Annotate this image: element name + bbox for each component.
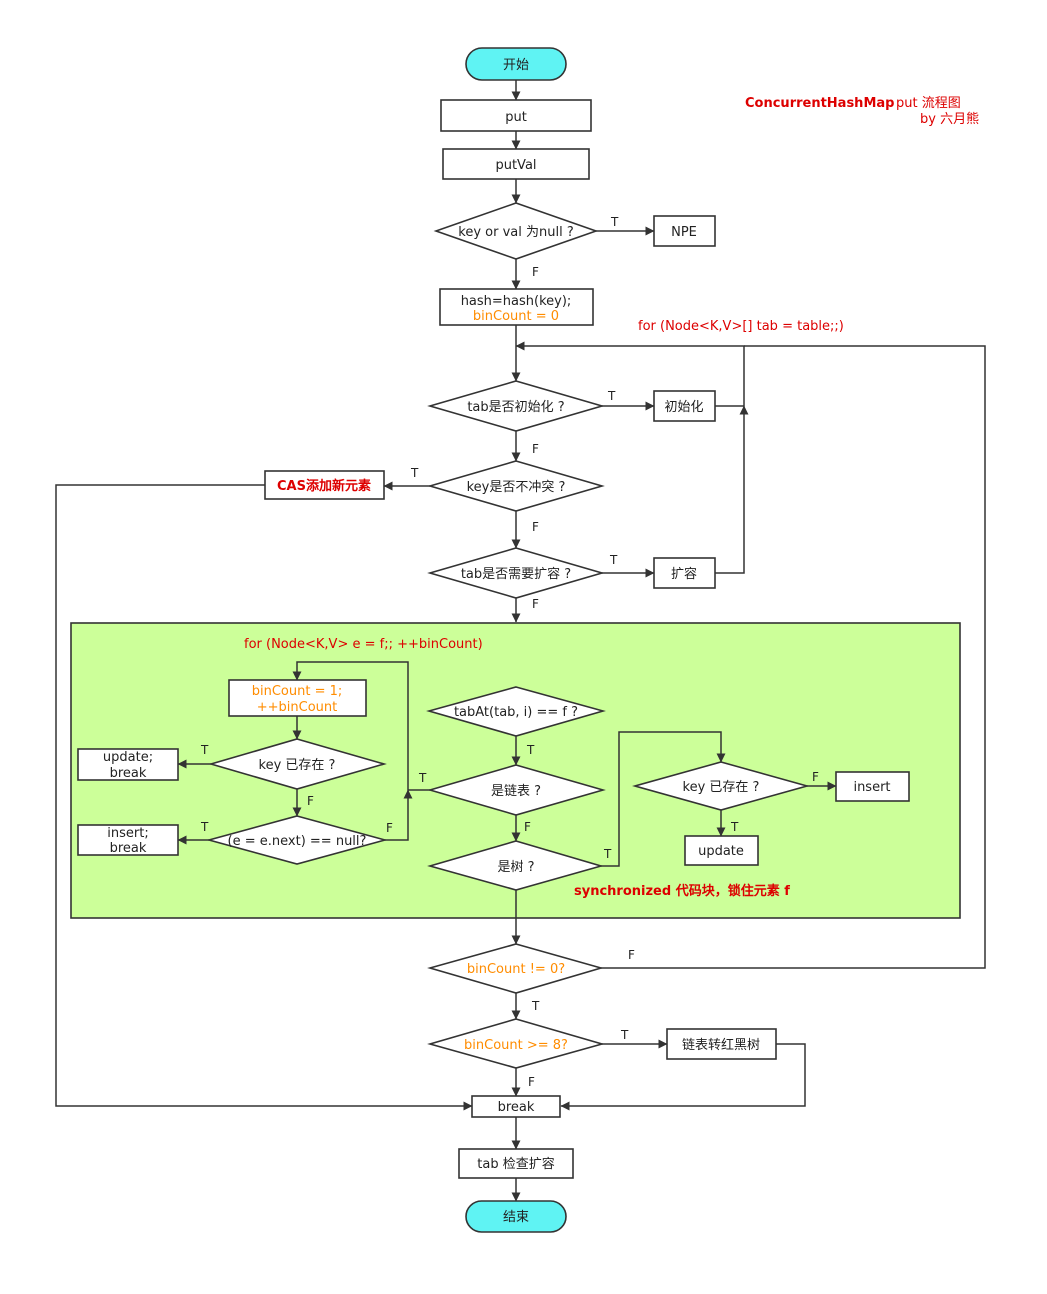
edge-label-f: F: [307, 794, 314, 808]
svg-text:结束: 结束: [503, 1210, 529, 1225]
for-loop-label: for (Node<K,V>[] tab = table;;): [638, 319, 844, 334]
decision-null-check: key or val 为null ?: [433, 202, 599, 260]
node-start: 开始: [465, 47, 567, 81]
edge-label-t: T: [610, 215, 619, 229]
edge-label-t: T: [410, 466, 419, 480]
svg-text:update: update: [698, 844, 744, 859]
svg-text:binCount = 1;: binCount = 1;: [252, 684, 343, 699]
node-update-break: update; break: [77, 748, 179, 781]
svg-text:key 已存在 ?: key 已存在 ?: [259, 758, 336, 773]
edge-label-f: F: [628, 948, 635, 962]
decision-need-resize: tab是否需要扩容 ?: [427, 547, 605, 599]
connectors: [55, 80, 986, 1202]
node-break: break: [471, 1095, 561, 1118]
svg-text:break: break: [110, 766, 147, 781]
decision-bincount-nonzero: binCount != 0?: [427, 943, 604, 994]
decision-tabat: tabAt(tab, i) == f ?: [426, 686, 606, 737]
node-resize: 扩容: [653, 557, 716, 589]
svg-text:tabAt(tab, i) == f ?: tabAt(tab, i) == f ?: [454, 705, 578, 720]
svg-text:key or val 为null ?: key or val 为null ?: [458, 225, 573, 240]
svg-text:++binCount: ++binCount: [257, 700, 338, 715]
svg-text:链表转红黑树: 链表转红黑树: [682, 1037, 760, 1053]
svg-text:key 已存在 ?: key 已存在 ?: [683, 780, 760, 795]
node-insert: insert: [835, 771, 910, 802]
svg-text:key是否不冲突 ?: key是否不冲突 ?: [467, 479, 566, 495]
svg-text:初始化: 初始化: [664, 400, 703, 415]
edge-label-t: T: [526, 743, 535, 757]
edge-label-t: T: [531, 999, 540, 1013]
edge-label-f: F: [532, 520, 539, 534]
edge-label-f: F: [524, 820, 531, 834]
decision-key-exists-left: key 已存在 ?: [208, 738, 387, 790]
chart-author: by 六月熊: [920, 111, 979, 127]
decision-no-conflict: key是否不冲突 ?: [427, 460, 605, 512]
node-put: put: [440, 99, 592, 132]
edge-label-t: T: [200, 743, 209, 757]
svg-text:break: break: [498, 1100, 535, 1115]
svg-text:tab是否需要扩容 ?: tab是否需要扩容 ?: [461, 566, 571, 582]
decision-is-list: 是链表 ?: [427, 764, 606, 816]
edge-label-f: F: [528, 1075, 535, 1089]
node-cas-add: CAS添加新元素: [264, 470, 385, 500]
svg-text:break: break: [110, 841, 147, 856]
node-insert-break: insert; break: [77, 824, 179, 856]
edge-label-t: T: [607, 389, 616, 403]
node-npe: NPE: [653, 215, 716, 247]
node-init: 初始化: [653, 390, 716, 422]
edge-label-t: T: [200, 820, 209, 834]
svg-text:NPE: NPE: [671, 225, 697, 240]
edge-label-t: T: [730, 820, 739, 834]
svg-text:hash=hash(key);: hash=hash(key);: [461, 294, 572, 309]
svg-text:insert;: insert;: [107, 826, 148, 841]
node-update: update: [684, 835, 759, 866]
svg-text:CAS添加新元素: CAS添加新元素: [277, 478, 371, 494]
node-end: 结束: [465, 1200, 567, 1233]
node-putval: putVal: [442, 148, 590, 180]
edge-label-f: F: [812, 770, 819, 784]
edge-label-t: T: [620, 1028, 629, 1042]
decision-bincount-ge8: binCount >= 8?: [427, 1018, 605, 1069]
svg-text:insert: insert: [853, 780, 890, 795]
svg-text:binCount >= 8?: binCount >= 8?: [464, 1038, 568, 1053]
edge-label-t: T: [609, 553, 618, 567]
edge-label-t: T: [418, 771, 427, 785]
edge-label-f: F: [532, 597, 539, 611]
svg-text:开始: 开始: [503, 58, 529, 73]
svg-text:putVal: putVal: [495, 158, 536, 173]
node-bincount-init: binCount = 1; ++binCount: [228, 679, 367, 717]
edge-label-t: T: [603, 847, 612, 861]
decision-next-null: (e = e.next) == null?: [205, 815, 389, 865]
svg-text:是树 ?: 是树 ?: [497, 860, 534, 875]
edge-label-f: F: [532, 265, 539, 279]
inner-for-label: for (Node<K,V> e = f;; ++binCount): [244, 637, 483, 652]
svg-text:tab是否初始化 ?: tab是否初始化 ?: [467, 400, 564, 415]
decision-tab-initialized: tab是否初始化 ?: [427, 380, 605, 432]
chart-title-suffix: put 流程图: [896, 96, 961, 111]
svg-text:put: put: [505, 110, 527, 125]
svg-text:扩容: 扩容: [671, 566, 697, 582]
edge-label-f: F: [532, 442, 539, 456]
sync-note: synchronized 代码块，锁住元素 f: [574, 883, 790, 899]
svg-text:是链表 ?: 是链表 ?: [491, 784, 541, 799]
svg-text:binCount = 0: binCount = 0: [473, 309, 559, 324]
chart-title: ConcurrentHashMap: [745, 96, 894, 111]
node-treeify: 链表转红黑树: [666, 1028, 777, 1060]
decision-is-tree: 是树 ?: [427, 840, 604, 891]
svg-text:binCount != 0?: binCount != 0?: [467, 962, 565, 977]
svg-text:update;: update;: [103, 750, 153, 765]
decision-key-exists-right: key 已存在 ?: [632, 761, 810, 811]
svg-text:(e = e.next) == null?: (e = e.next) == null?: [228, 834, 367, 849]
svg-text:tab 检查扩容: tab 检查扩容: [477, 1156, 554, 1172]
edge-label-f: F: [386, 821, 393, 835]
node-tab-check-resize: tab 检查扩容: [458, 1148, 574, 1179]
node-hash: hash=hash(key); binCount = 0: [439, 288, 594, 326]
